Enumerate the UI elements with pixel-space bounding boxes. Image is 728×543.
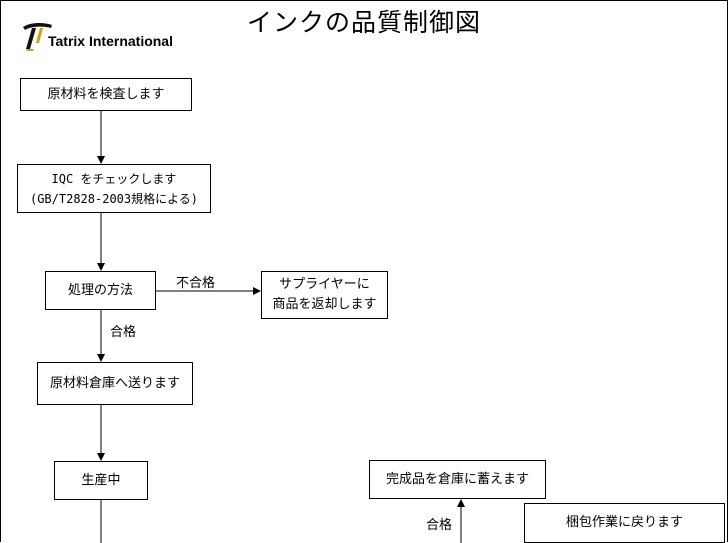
node-store-finished-goods: 完成品を倉庫に蓄えます (369, 460, 546, 499)
node-return-to-supplier: サプライヤーに 商品を返却します (261, 271, 388, 319)
company-logo (20, 19, 220, 53)
node-back-to-packing: 梱包作業に戻ります (524, 503, 725, 543)
edge-label-reject: 不合格 (176, 276, 216, 291)
node-iqc-check: IQC をチェックします (GB/T2828-2003規格による) (17, 164, 211, 213)
tatrix-logo-icon (23, 22, 52, 51)
logo-wordmark: Tatrix International (48, 33, 173, 49)
node-send-to-warehouse: 原材料倉庫へ送ります (37, 362, 193, 405)
node-in-production: 生産中 (54, 461, 148, 500)
node-handling-method: 処理の方法 (45, 271, 156, 310)
edge-label-pass-finished: 合格 (426, 518, 453, 533)
edge-label-pass: 合格 (110, 325, 137, 340)
page-title: インクの品質制御図 (246, 8, 481, 37)
node-inspect-materials: 原材料を検査します (20, 78, 192, 111)
